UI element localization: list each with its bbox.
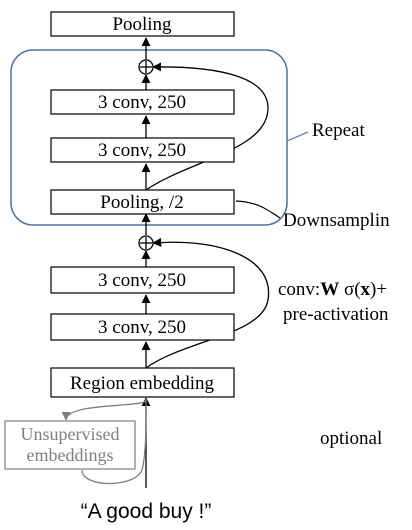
skip-connection-upper bbox=[145, 62, 269, 191]
input-text-sample: “A good buy !” bbox=[81, 500, 212, 523]
conv-repeat-lower-block: 3 conv, 250 bbox=[50, 137, 235, 163]
arrow-unsupervised-to-region bbox=[81, 398, 147, 485]
conv-lower-block: 3 conv, 250 bbox=[50, 313, 235, 341]
conv-repeat-upper-block: 3 conv, 250 bbox=[50, 89, 235, 115]
conv-lower-label: 3 conv, 250 bbox=[98, 317, 186, 338]
residual-add-upper-icon bbox=[138, 59, 154, 75]
pooling-half-block: Pooling, /2 bbox=[50, 189, 235, 215]
residual-add-lower-icon bbox=[138, 235, 154, 251]
conv-repeat-upper-label: 3 conv, 250 bbox=[98, 92, 186, 113]
arrow-input-to-unsupervised bbox=[61, 399, 147, 421]
downsampling-leader-line bbox=[235, 200, 281, 219]
optional-label: optional bbox=[320, 428, 382, 449]
repeat-leader-line bbox=[286, 131, 309, 142]
repeat-label: Repeat bbox=[312, 120, 365, 141]
unsupervised-embeddings-line2: embeddings bbox=[27, 445, 114, 465]
pooling-half-label: Pooling, /2 bbox=[100, 192, 183, 213]
conv-upper-block: 3 conv, 250 bbox=[50, 266, 235, 294]
pooling-top-label: Pooling bbox=[112, 14, 172, 35]
unsupervised-embeddings-line1: Unsupervised bbox=[21, 424, 120, 444]
downsampling-label: Downsamplin bbox=[283, 210, 390, 231]
region-embedding-block: Region embedding bbox=[50, 367, 235, 398]
pooling-top-block: Pooling bbox=[50, 11, 235, 37]
region-embedding-label: Region embedding bbox=[70, 373, 215, 394]
pre-activation-label: pre-activation bbox=[283, 304, 389, 325]
conv-upper-label: 3 conv, 250 bbox=[98, 270, 186, 291]
skip-connection-lower bbox=[145, 237, 270, 369]
repeat-group-outline bbox=[10, 49, 288, 226]
conv-repeat-lower-label: 3 conv, 250 bbox=[98, 140, 186, 161]
conv-formula-label: conv:W σ(x)+ bbox=[278, 279, 387, 300]
unsupervised-embeddings-block: Unsupervised embeddings bbox=[4, 420, 136, 470]
